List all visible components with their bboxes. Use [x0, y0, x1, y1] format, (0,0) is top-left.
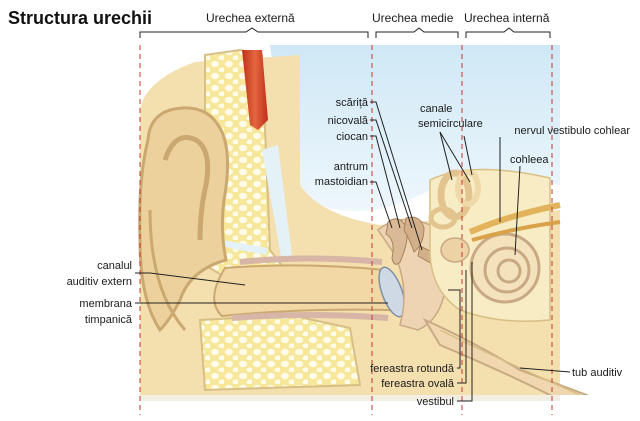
- pinna-rim: [148, 209, 187, 331]
- label-round-window: fereastra rotundă: [370, 363, 455, 375]
- section-label-external: Urechea externă: [206, 11, 295, 25]
- section-label-middle: Urechea medie: [372, 11, 454, 25]
- label-stapes: scăriță: [336, 97, 369, 109]
- page-title: Structura urechii: [8, 8, 152, 28]
- semicircular-canal-3: [428, 206, 458, 230]
- label-eustachian-tube: tub auditiv: [572, 367, 623, 379]
- label-oval-window: fereastra ovală: [381, 378, 455, 390]
- semicircular-canal-2: [455, 169, 481, 207]
- ear-canal: [213, 264, 392, 318]
- ear-canal-wall-bottom: [231, 312, 389, 321]
- label-tympanic-1: membrana: [79, 298, 132, 310]
- label-cochlea: cohleea: [510, 154, 549, 166]
- vestibule: [440, 237, 470, 263]
- label-ear-canal-2: auditiv extern: [67, 276, 132, 288]
- label-semicircular-1: canale: [420, 103, 452, 115]
- muscle: [242, 50, 268, 130]
- bottom-shadow: [140, 395, 560, 401]
- tympanic-membrane: [378, 266, 406, 318]
- vestibulocochlear-nerve-2: [471, 220, 561, 242]
- temporal-bone-lower: [198, 313, 362, 392]
- bone-streak: [262, 145, 292, 262]
- section-brackets: [139, 27, 551, 38]
- label-incus: nicovală: [328, 115, 369, 127]
- vestibulocochlear-nerve: [468, 202, 561, 235]
- section-guides: [139, 45, 553, 415]
- cochlea-mid: [483, 246, 531, 294]
- label-malleus: ciocan: [336, 131, 368, 143]
- label-ear-canal-1: canalul: [97, 260, 132, 272]
- ear-canal-wall-top: [239, 255, 383, 265]
- ossicle-hammer: [385, 218, 408, 265]
- cochlea-inner: [496, 258, 522, 284]
- label-mastoid-antrum-1: antrum: [334, 161, 368, 173]
- label-vestibule: vestibul: [417, 396, 454, 408]
- label-tympanic-2: timpanică: [85, 314, 133, 326]
- leader-lines: [135, 101, 571, 402]
- label-mastoid-antrum-2: mastoidian: [315, 176, 368, 188]
- ossicle-anvil: [403, 216, 425, 253]
- pinna-fold: [162, 135, 211, 241]
- bone-streak-2: [220, 240, 268, 255]
- eustachian-tube-inner: [439, 329, 581, 396]
- section-label-internal: Urechea internă: [464, 11, 550, 25]
- label-semicircular-2: semicirculare: [418, 118, 483, 130]
- label-vestibulocochlear-nerve: nervul vestibulo cohlear: [514, 125, 630, 137]
